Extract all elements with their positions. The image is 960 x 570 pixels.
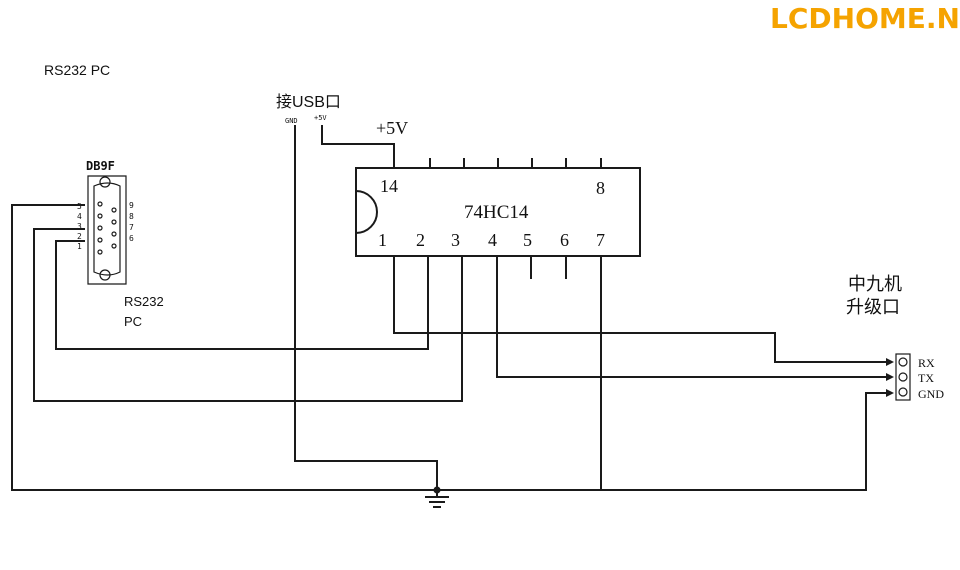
ic-pin-label: 4 (488, 230, 497, 250)
db9-pin-dot (97, 213, 103, 219)
db9-mount-hole-bottom (99, 269, 111, 281)
port-label-tx: TX (918, 371, 934, 385)
db9-pin-dot (111, 243, 117, 249)
db9-pin-dot (111, 207, 117, 213)
ic-pin-label: 6 (560, 230, 569, 250)
port-arrow-gnd (886, 389, 894, 397)
db9-pin-dot (111, 231, 117, 237)
wire-usb-vcc-to-pin14 (321, 125, 395, 169)
db9-left-pin-label: 1 (77, 242, 82, 251)
db9-mount-hole-top (99, 176, 111, 188)
upgrade-port: 中九机 升级口 RX TX GND (846, 274, 944, 401)
usb-port-title: 接USB口 (276, 93, 341, 111)
db9-connector: DB9F 5 4 3 2 1 9 8 7 6 RS232 PC (77, 159, 164, 329)
wire-db9-pin5-to-ground (11, 204, 85, 491)
db9-pin-dot (97, 237, 103, 243)
db9-left-pin-label: 2 (77, 232, 82, 241)
ic-pin-label: 5 (523, 230, 532, 250)
db9-pin-dot (97, 201, 103, 207)
ic-pin14-label: 14 (380, 176, 398, 196)
wire-ground-bus (11, 392, 889, 491)
wire-usb-gnd-to-ground (294, 125, 438, 491)
db9-pin-dot (97, 249, 103, 255)
ic-pin-label: 7 (596, 230, 605, 250)
port-pin-gnd (898, 387, 908, 397)
ic-pin-label: 2 (416, 230, 425, 250)
db9-right-pin-label: 6 (129, 234, 134, 243)
ic-pin8-label: 8 (596, 178, 605, 198)
db9-left-pin-label: 5 (77, 202, 82, 211)
pc-header-label: RS232 PC (44, 62, 110, 78)
db9-right-pin-label: 8 (129, 212, 134, 221)
wire-ic-pin1-to-rx (393, 255, 889, 363)
port-header-body (895, 353, 911, 401)
port-arrow-tx (886, 373, 894, 381)
db9-pin-dot (111, 219, 117, 225)
wire-db9-pin2-to-ic-pin2 (55, 240, 429, 350)
db9-pin-dot (97, 225, 103, 231)
supply-5v-label: +5V (376, 118, 408, 138)
ic-74hc14: 74HC14 14 8 1 2 3 4 5 6 7 (354, 158, 641, 279)
port-arrow-rx (886, 358, 894, 366)
db9-left-pin-label: 4 (77, 212, 82, 221)
usb-vcc-label: +5V (314, 114, 327, 122)
target-title-line2: 升级口 (846, 297, 900, 317)
port-pin-rx (898, 357, 908, 367)
brand-watermark: LCDHOME.NET (770, 2, 960, 35)
port-label-rx: RX (918, 356, 935, 370)
ic-part-number: 74HC14 (464, 202, 529, 223)
usb-gnd-label: GND (285, 117, 298, 125)
pc-label-line1: RS232 (124, 294, 164, 309)
ic-pin-label: 3 (451, 230, 460, 250)
db9-right-pin-label: 7 (129, 223, 134, 232)
target-title-line1: 中九机 (848, 274, 902, 294)
db9-title: DB9F (86, 159, 115, 173)
db9-right-pin-label: 9 (129, 201, 134, 210)
db9-shell (87, 175, 127, 285)
ic-pin-label: 1 (378, 230, 387, 250)
wire-db9-pin3-to-ic-pin3 (33, 228, 463, 402)
ground-symbol (425, 489, 449, 508)
port-pin-tx (898, 372, 908, 382)
wiring (11, 125, 889, 494)
wire-ic-pin4-to-tx (496, 255, 889, 378)
db9-left-pin-label: 3 (77, 222, 82, 231)
pc-label-line2: PC (124, 314, 142, 329)
port-label-gnd: GND (918, 387, 944, 401)
ic-notch (354, 189, 378, 235)
